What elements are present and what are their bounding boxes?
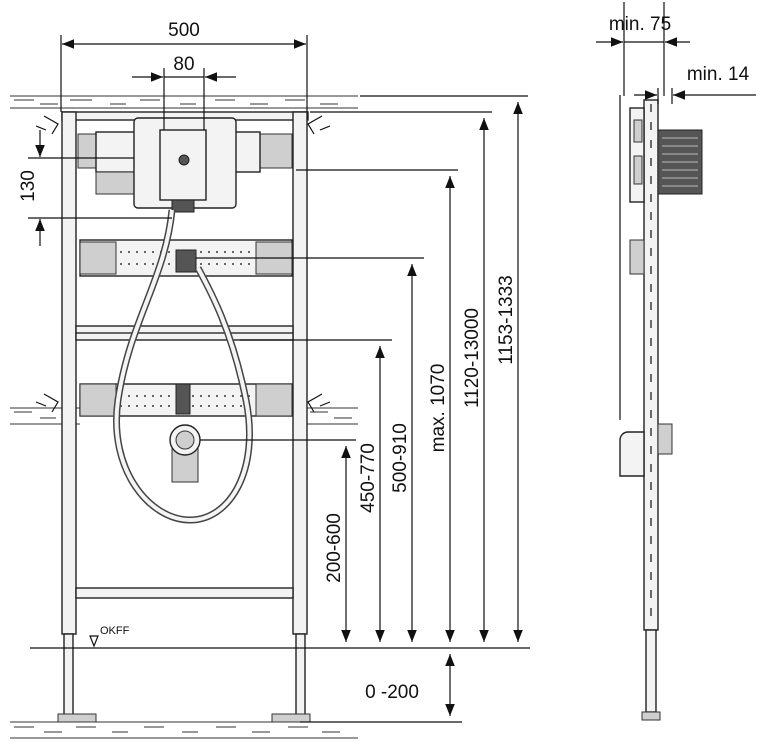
dimension-500-910: 500-910: [390, 264, 417, 642]
wall-anchor-brackets: [35, 115, 331, 413]
dimension-200-600: 200-600: [324, 446, 351, 642]
dim-frame-total-label: 1153-1333: [496, 275, 517, 364]
dimension-0-200: 0 -200: [365, 654, 455, 716]
dimension-500: 500: [60, 20, 308, 112]
dimension-min-75: min. 75: [596, 14, 690, 47]
dim-crossbar-label: 500-910: [390, 423, 411, 493]
floor-hatch-bottom: [10, 721, 358, 739]
floor-label: OKFF: [100, 625, 130, 637]
dimension-min-14: min. 14: [634, 64, 756, 104]
dimension-1153-1333: 1153-1333: [496, 102, 523, 642]
side-view-frame: [619, 99, 703, 721]
dimension-max-1070: max. 1070: [428, 176, 455, 642]
flush-valve-body: [133, 117, 237, 213]
mounting-frame: [57, 111, 311, 723]
dim-frame-mid-label: 1120-13000: [462, 308, 483, 408]
lower-mounting-plate: [79, 383, 293, 417]
dim-outlet-label: 200-600: [324, 513, 345, 583]
dim-valve-height-label: 130: [18, 170, 39, 202]
dim-max-height-label: max. 1070: [428, 364, 449, 453]
okff-marker: OKFF: [89, 625, 130, 648]
dim-feet-label: 0 -200: [365, 682, 419, 703]
flexible-hose: [113, 209, 253, 524]
dimension-1120-13000: 1120-13000: [462, 118, 489, 642]
dimension-80: 80: [132, 54, 236, 130]
urinal-outlet: [169, 424, 201, 483]
dim-inner-label: 80: [173, 54, 194, 75]
dimension-450-770: 450-770: [358, 346, 385, 642]
dim-width-label: 500: [168, 20, 200, 41]
dim-min-depth-label: min. 75: [609, 14, 671, 35]
dim-bar-label: 450-770: [358, 443, 379, 513]
wall-hatch-top: [10, 95, 358, 109]
dimension-130: 130: [18, 130, 172, 246]
wall-hatch-middle: [10, 407, 358, 425]
dim-min-gap-label: min. 14: [687, 64, 750, 85]
